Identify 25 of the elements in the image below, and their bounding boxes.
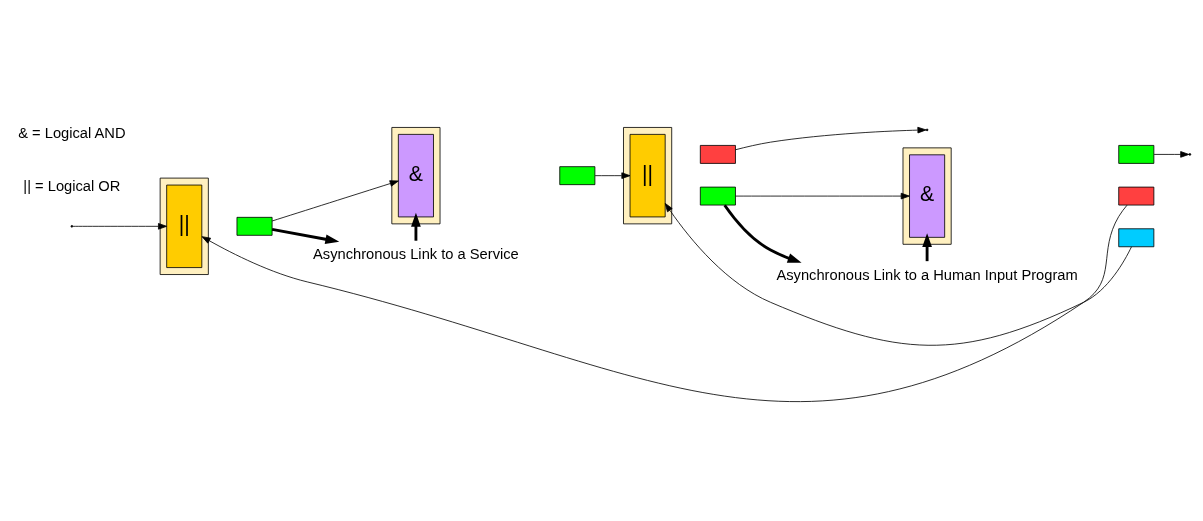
node-box xyxy=(699,145,736,164)
arrow xyxy=(72,223,167,230)
node-box: || xyxy=(629,134,666,218)
arrow xyxy=(664,203,1132,346)
node-box xyxy=(1118,186,1155,206)
node-text: Asynchronous Link to a Human Input Program xyxy=(776,266,1078,283)
node-box: & xyxy=(909,154,946,238)
arrow xyxy=(594,172,631,179)
node-box: & xyxy=(397,134,434,218)
arrow xyxy=(723,204,802,263)
node-box xyxy=(1118,228,1155,248)
arrow xyxy=(735,192,910,200)
arrow xyxy=(271,180,399,222)
arrow xyxy=(271,228,340,245)
node-box: || xyxy=(166,184,203,268)
label: & = Logical AND xyxy=(18,124,126,141)
arrow xyxy=(922,233,932,262)
label: || = Logical OR xyxy=(23,177,121,194)
arrow xyxy=(411,212,421,241)
node-box xyxy=(236,216,273,236)
arrow xyxy=(201,204,1128,402)
node-box xyxy=(1118,145,1155,164)
node-text: Asynchronous Link to a Service xyxy=(313,246,519,263)
node-box xyxy=(699,186,736,206)
node-box xyxy=(559,166,596,186)
